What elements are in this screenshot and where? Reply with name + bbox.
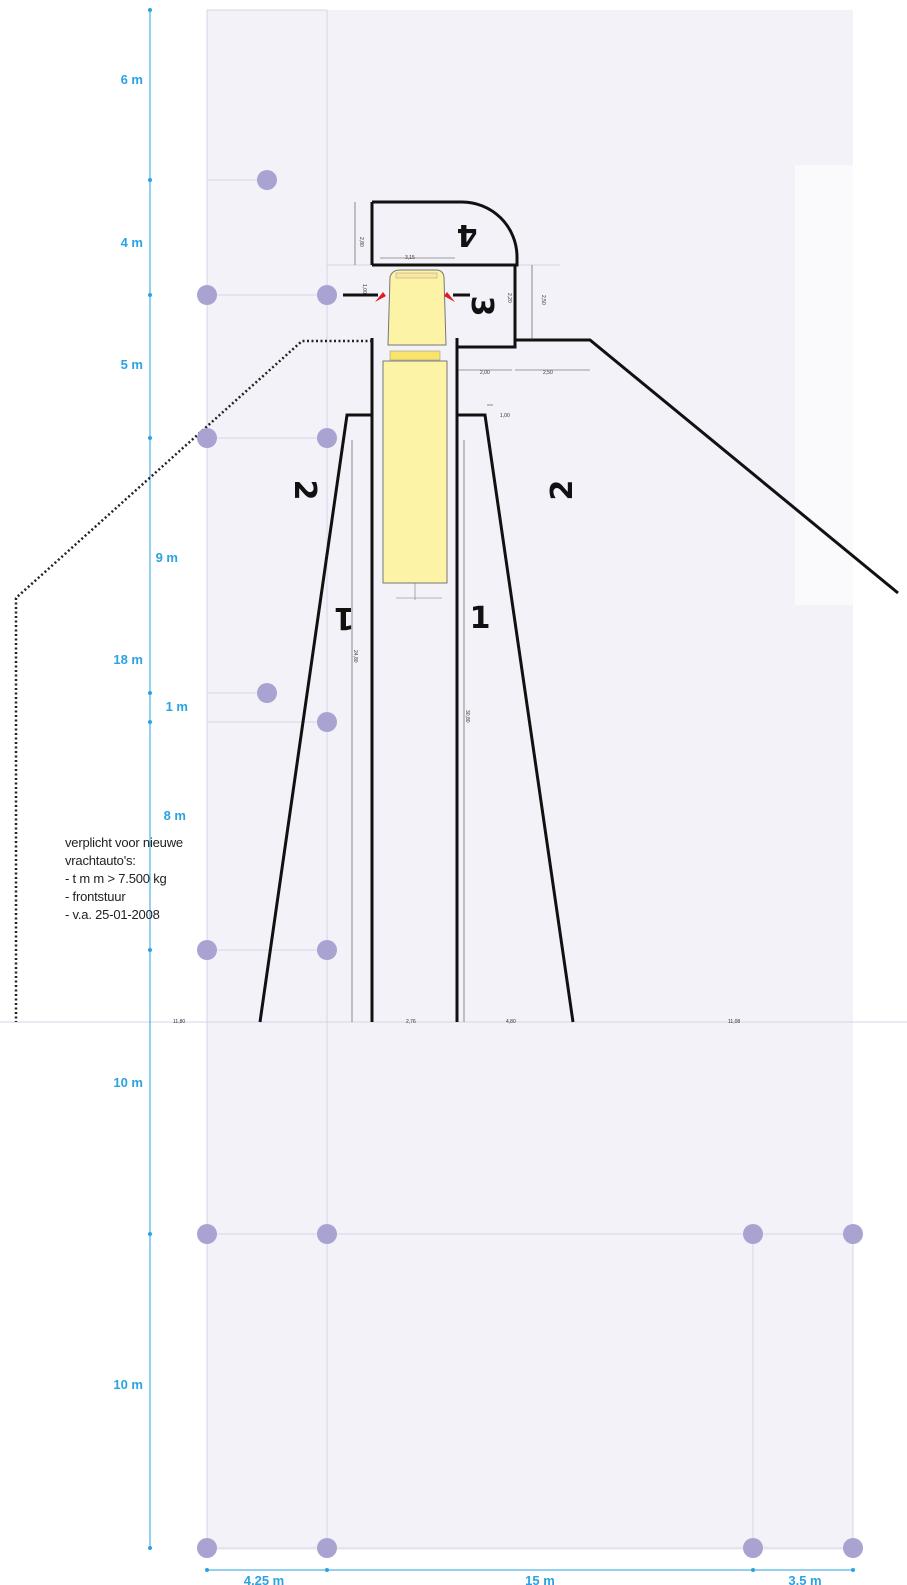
lane-boundaries [258, 200, 899, 1023]
note-title: verplicht voor nieuwe [65, 835, 183, 850]
measure-2-80: 2,80 [358, 237, 364, 247]
marker-cone [197, 940, 217, 960]
dim-label-4m: 4 m [121, 235, 143, 250]
vertical-dimension-line [148, 8, 152, 1550]
dim-label-8m: 8 m [164, 808, 186, 823]
measure-2-20: 2,20 [506, 293, 512, 303]
marker-cones [197, 170, 863, 1558]
zone-label-1-left: 1 [334, 600, 355, 635]
marker-cone [843, 1224, 863, 1244]
note-subtitle: vrachtauto's: [65, 853, 136, 868]
zone-label-1-right: 1 [470, 601, 491, 636]
marker-cone [257, 170, 277, 190]
marker-cone [317, 1224, 337, 1244]
note-item: - t m m > 7.500 kg [65, 871, 167, 886]
measure-30-80: 30,80 [464, 710, 470, 723]
truck-windshield [395, 272, 438, 279]
zone-label-2-left: 2 [287, 480, 322, 501]
marker-cone [317, 428, 337, 448]
truck-coupling [389, 350, 441, 361]
measurement-ticks [351, 202, 590, 1022]
measure-1-00-a: 1,00 [361, 284, 367, 294]
swept-path-dotted [14, 339, 372, 1022]
marker-cone [197, 1538, 217, 1558]
measure-4-80: 4,80 [506, 1019, 516, 1025]
dim-label-10m-b: 10 m [113, 1377, 143, 1392]
marker-cone [197, 285, 217, 305]
dim-label-4-25m: 4,25 m [244, 1573, 284, 1585]
marker-cone [317, 940, 337, 960]
marker-cone [197, 428, 217, 448]
marker-cone [257, 683, 277, 703]
truck [375, 269, 455, 600]
note-item: - v.a. 25-01-2008 [65, 907, 160, 922]
marker-cone [743, 1538, 763, 1558]
marker-cone [843, 1538, 863, 1558]
measure-1-00-b: 1,00 [500, 413, 510, 419]
measure-11-08: 11,08 [728, 1019, 740, 1025]
mirror-left [375, 292, 386, 302]
marker-cone [317, 285, 337, 305]
measure-11-80: 11,80 [173, 1019, 185, 1025]
dim-label-18m: 18 m [113, 652, 143, 667]
measure-2-00: 2,00 [480, 370, 490, 376]
dim-label-6m: 6 m [121, 72, 143, 87]
requirement-note: verplicht voor nieuwe vrachtauto's: - t … [65, 834, 183, 924]
horizontal-dimension-line [205, 1568, 855, 1572]
marker-cone [743, 1224, 763, 1244]
marker-cone [197, 1224, 217, 1244]
zone-label-4: 4 [457, 217, 478, 252]
note-item: - frontstuur [65, 889, 126, 904]
truck-cab [387, 269, 447, 346]
dim-label-3-5m: 3,5 m [788, 1573, 821, 1585]
measure-2-50-a: 2,50 [540, 295, 546, 305]
dim-label-5m: 5 m [121, 357, 143, 372]
marker-cone [317, 1538, 337, 1558]
zone-label-3: 3 [464, 296, 499, 317]
zone-label-2-right: 2 [545, 480, 580, 501]
truck-trailer [382, 360, 448, 584]
marker-cone [317, 712, 337, 732]
measure-2-50-b: 2,50 [543, 370, 553, 376]
mirror-right [444, 292, 455, 302]
measure-24-80: 24,80 [352, 650, 358, 663]
test-area-ground [207, 10, 853, 1550]
dim-label-1m: 1 m [166, 699, 188, 714]
dim-label-10m-a: 10 m [113, 1075, 143, 1090]
dim-label-9m: 9 m [156, 550, 178, 565]
measure-2-76: 2,76 [406, 1019, 416, 1025]
dim-label-15m: 15 m [525, 1573, 555, 1585]
ground-patch [795, 165, 853, 605]
